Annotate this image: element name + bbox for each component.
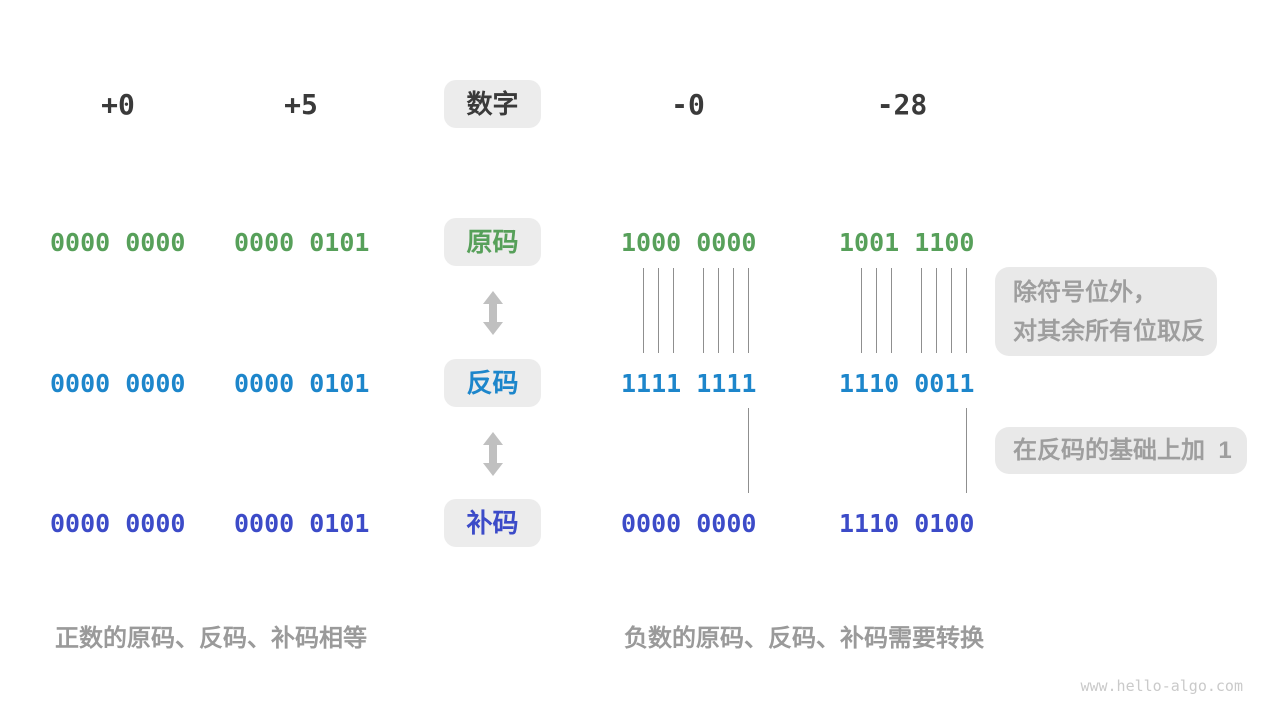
bit-flip-ticks-minus0 bbox=[621, 268, 756, 353]
add-one-tick-minus28 bbox=[966, 408, 967, 493]
note-invert-line1: 除符号位外， bbox=[1013, 279, 1157, 306]
number-minus-28: -28 bbox=[876, 88, 928, 121]
row-label-ones-complement: 反码 bbox=[444, 359, 541, 407]
add-one-tick-minus0 bbox=[748, 408, 749, 493]
bit-flip-ticks-minus28 bbox=[839, 268, 974, 353]
twos-complement-plus0: 0000 0000 bbox=[50, 509, 186, 538]
number-plus-five: +5 bbox=[284, 88, 318, 121]
sign-magnitude-plus0: 0000 0000 bbox=[50, 228, 186, 257]
note-invert-line2: 对其余所有位取反 bbox=[1013, 318, 1205, 345]
ones-complement-plus5: 0000 0101 bbox=[234, 369, 370, 398]
twos-complement-minus28: 1110 0100 bbox=[839, 509, 975, 538]
site-url: www.hello-algo.com bbox=[1080, 677, 1243, 695]
number-minus-zero: -0 bbox=[671, 88, 705, 121]
column-label-number: 数字 bbox=[444, 80, 541, 128]
twos-complement-minus0: 0000 0000 bbox=[621, 509, 757, 538]
number-plus-zero: +0 bbox=[101, 88, 135, 121]
ones-complement-plus0: 0000 0000 bbox=[50, 369, 186, 398]
updown-arrow-icon bbox=[483, 432, 503, 476]
ones-complement-minus0: 1111 1111 bbox=[621, 369, 757, 398]
row-label-twos-complement: 补码 bbox=[444, 499, 541, 547]
sign-magnitude-minus28: 1001 1100 bbox=[839, 228, 975, 257]
twos-complement-plus5: 0000 0101 bbox=[234, 509, 370, 538]
ones-complement-minus28: 1110 0011 bbox=[839, 369, 975, 398]
sign-magnitude-plus5: 0000 0101 bbox=[234, 228, 370, 257]
caption-positive-numbers: 正数的原码、反码、补码相等 bbox=[55, 625, 367, 652]
sign-magnitude-minus0: 1000 0000 bbox=[621, 228, 757, 257]
caption-negative-numbers: 负数的原码、反码、补码需要转换 bbox=[624, 625, 984, 652]
note-add-one: 在反码的基础上加 1 bbox=[995, 427, 1247, 474]
row-label-sign-magnitude: 原码 bbox=[444, 218, 541, 266]
note-invert-bits: 除符号位外， 对其余所有位取反 bbox=[995, 267, 1217, 356]
updown-arrow-icon bbox=[483, 291, 503, 335]
